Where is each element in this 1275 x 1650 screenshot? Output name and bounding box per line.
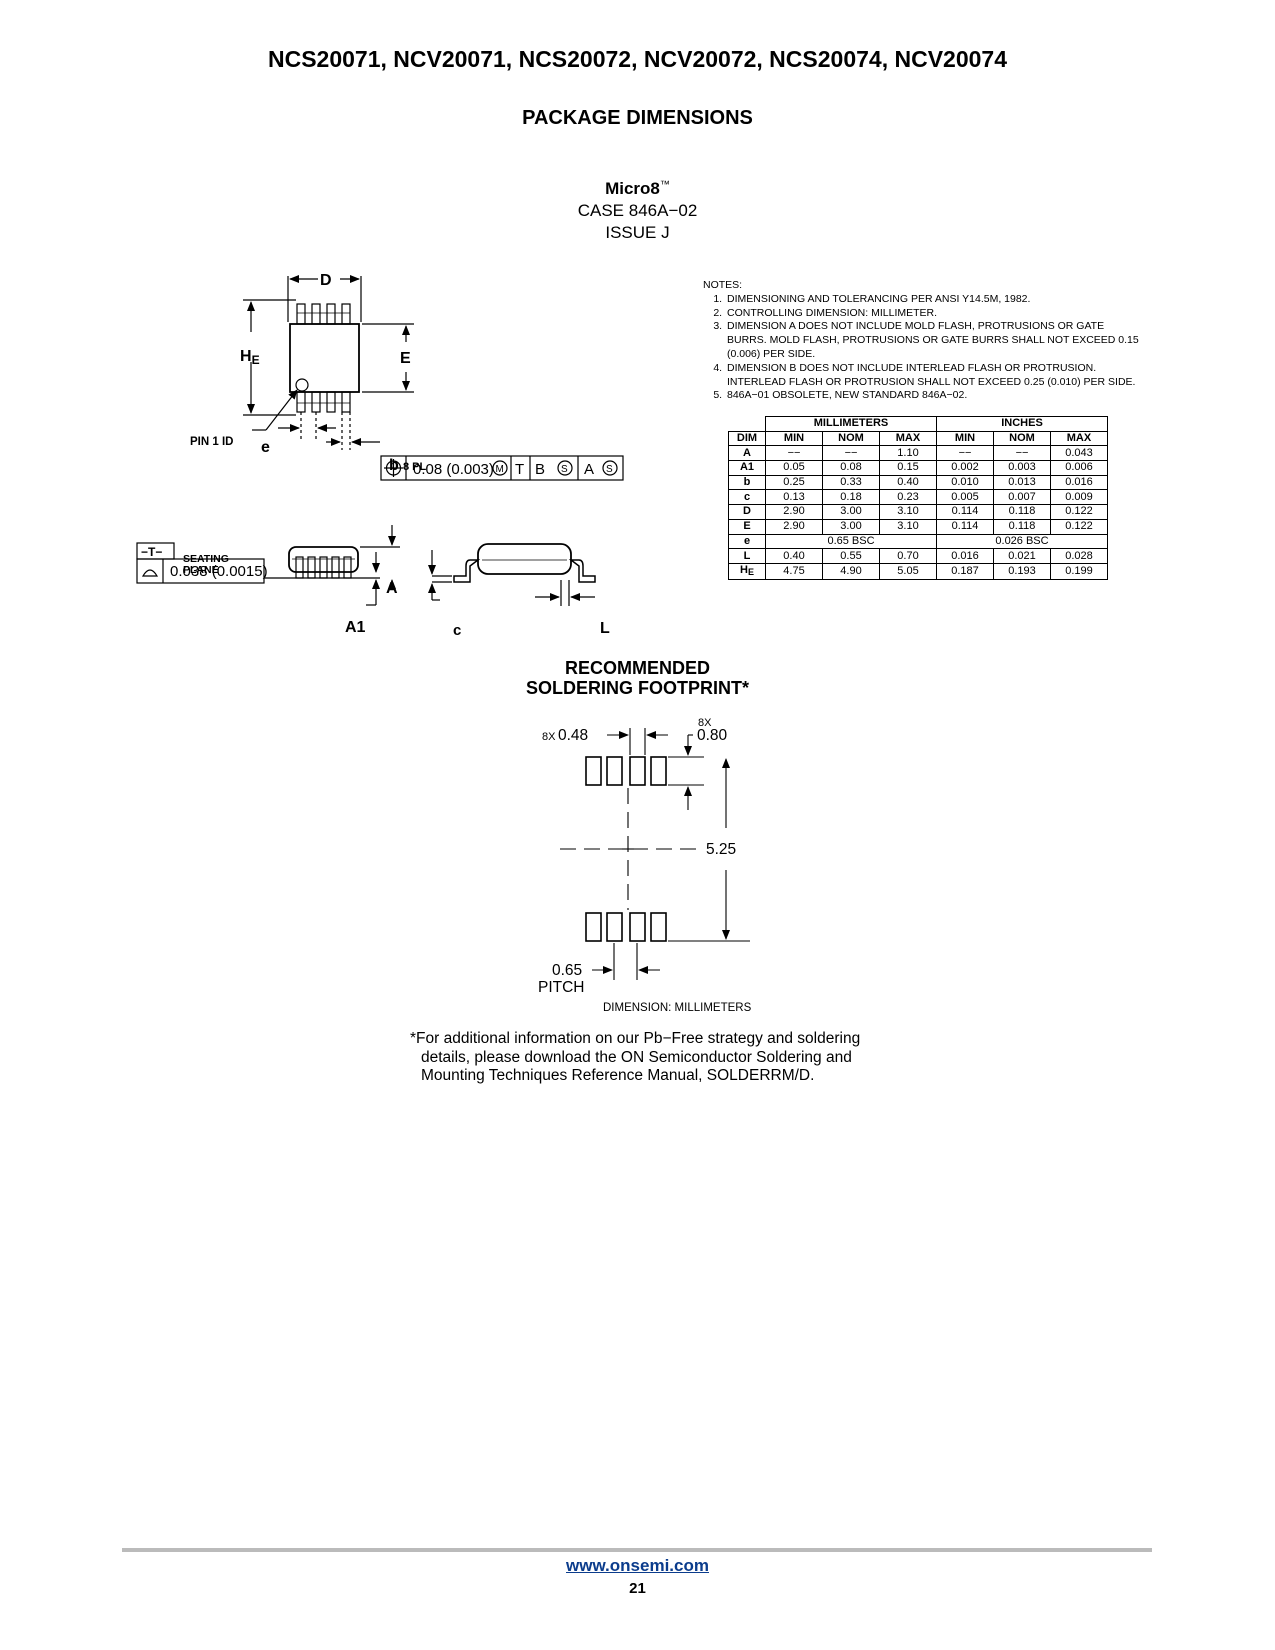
footnote: *For additional information on our Pb−Fr… — [410, 1030, 910, 1086]
note-item: DIMENSIONING AND TOLERANCING PER ANSI Y1… — [725, 293, 1143, 307]
note-item: DIMENSION B DOES NOT INCLUDE INTERLEAD F… — [725, 362, 1143, 390]
fcf-datum-t: T — [515, 461, 524, 478]
package-name-text: Micro8 — [605, 179, 660, 198]
footnote-line: *For additional information on our Pb−Fr… — [410, 1030, 861, 1047]
footnote-line: Mounting Techniques Reference Manual, SO… — [421, 1067, 815, 1084]
package-name: Micro8™ — [0, 179, 1275, 199]
lead-detail-body — [477, 543, 572, 575]
fcf-datum-a: A — [584, 461, 594, 478]
col-mm-max: MAX — [879, 430, 937, 447]
trademark-symbol: ™ — [659, 179, 670, 191]
pin1-marker — [295, 378, 309, 392]
dim-label-l: L — [600, 620, 610, 637]
dim-label-e-lower: e — [261, 439, 270, 456]
pad-lower — [629, 912, 646, 942]
table-row: A −−−−1.10 −−−−0.043 — [728, 445, 1108, 462]
dim-label-he: HE — [240, 348, 260, 367]
fcf-s-modifier-1: S — [561, 464, 568, 475]
package-body-top-view — [289, 323, 360, 393]
feature-control-frame — [380, 455, 624, 481]
col-mm-min: MIN — [765, 430, 823, 447]
footer-url-link[interactable]: www.onsemi.com — [566, 1556, 709, 1575]
col-mm-nom: NOM — [822, 430, 880, 447]
table-group-header: MILLIMETERS INCHES — [728, 416, 1108, 432]
footprint-drawing: 8X 0.48 8X 0.80 5.25 0.65 PITCH DIMENSIO… — [538, 717, 752, 1014]
dim-label-e-upper: E — [400, 350, 411, 367]
col-in-nom: NOM — [993, 430, 1051, 447]
dim-label-a: A — [386, 580, 398, 597]
fcf-s-modifier-2: S — [606, 464, 613, 475]
table-column-header: DIM MIN NOM MAX MIN NOM MAX — [728, 430, 1108, 447]
units-note: DIMENSION: MILLIMETERS — [603, 1002, 752, 1014]
span-value: 5.25 — [706, 841, 736, 858]
footnote-line: details, please download the ON Semicond… — [421, 1048, 852, 1066]
width-multiplier: 8X — [542, 731, 556, 743]
document-title: NCS20071, NCV20071, NCS20072, NCV20072, … — [267, 46, 1007, 72]
pad-upper — [650, 756, 667, 786]
height-value: 0.80 — [697, 727, 728, 744]
group-millimeters: MILLIMETERS — [765, 416, 937, 432]
seating-label: SEATING — [183, 553, 229, 565]
plane-label: PLANE — [183, 564, 219, 576]
table-row: e 0.65 BSC 0.026 BSC — [728, 533, 1108, 550]
footprint-title-line1: RECOMMENDED — [564, 658, 710, 678]
datum-t-label: −T− — [141, 545, 162, 559]
width-value: 0.48 — [558, 727, 588, 744]
col-in-max: MAX — [1050, 430, 1108, 447]
flatness-icon — [141, 569, 159, 577]
col-dim: DIM — [728, 430, 766, 447]
package-body-side-view — [288, 546, 359, 573]
dim-label-a1: A1 — [345, 619, 366, 636]
note-item: DIMENSION A DOES NOT INCLUDE MOLD FLASH,… — [725, 320, 1143, 361]
height-multiplier: 8X — [698, 717, 712, 729]
pad-upper — [585, 756, 602, 786]
pad-lower — [650, 912, 667, 942]
dim-label-d: D — [320, 272, 332, 289]
package-case: CASE 846A−02 — [577, 201, 698, 220]
pad-lower — [585, 912, 602, 942]
pad-upper — [606, 756, 623, 786]
footprint-title-line2: SOLDERING FOOTPRINT* — [525, 678, 749, 698]
note-item: CONTROLLING DIMENSION: MILLIMETER. — [725, 307, 1143, 321]
section-title: PACKAGE DIMENSIONS — [522, 107, 753, 129]
dim-label-b: b — [389, 457, 399, 474]
note-item: 846A−01 OBSOLETE, NEW STANDARD 846A−02. — [725, 389, 1143, 403]
fcf-m-modifier: M — [496, 464, 504, 475]
flatness-value: 0.038 (0.0015) — [170, 563, 268, 580]
dim-label-b-note: 8 PL — [403, 461, 427, 473]
dim-label-he-sub: E — [252, 353, 260, 367]
dimension-table: MILLIMETERS INCHES DIM MIN NOM MAX MIN N… — [728, 416, 1108, 580]
dim-label-he-main: H — [240, 348, 252, 365]
package-drawing: D HE E PIN 1 ID e b 8 PL −T− SEATING PLA… — [136, 272, 624, 639]
pin1-label: PIN 1 ID — [190, 436, 233, 448]
pad-upper — [629, 756, 646, 786]
pad-lower — [606, 912, 623, 942]
dim-label-c: c — [453, 622, 461, 639]
page-number: 21 — [629, 1580, 646, 1597]
group-inches: INCHES — [936, 416, 1108, 432]
package-issue: ISSUE J — [605, 223, 670, 242]
col-in-min: MIN — [936, 430, 994, 447]
notes-heading: NOTES: — [703, 279, 743, 291]
footer-divider — [122, 1548, 1152, 1552]
footprint-title: RECOMMENDED SOLDERING FOOTPRINT* — [0, 658, 1275, 698]
pitch-value: 0.65 — [552, 962, 582, 979]
pitch-label: PITCH — [538, 979, 585, 996]
notes: NOTES: DIMENSIONING AND TOLERANCING PER … — [703, 279, 1143, 403]
fcf-value: 0.08 (0.003) — [413, 461, 494, 478]
fcf-datum-b: B — [535, 461, 545, 478]
